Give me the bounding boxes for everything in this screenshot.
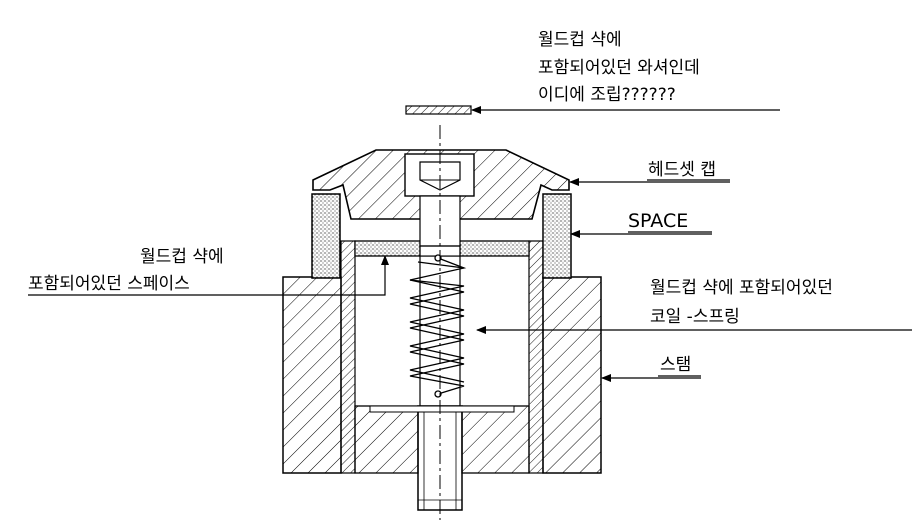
spacer-label-line1: 월드컵 샥에 — [140, 247, 224, 267]
washer-label-line1: 월드컵 샥에 — [538, 30, 622, 50]
space-rings — [311, 193, 572, 279]
inner-sleeve — [340, 240, 544, 474]
washer-shape — [405, 105, 472, 115]
headset-cap-label: 헤드셋 캡 — [648, 160, 716, 180]
headset-cap-shape — [312, 149, 570, 220]
bottom-plug — [354, 405, 530, 474]
coil-spring — [409, 254, 467, 398]
space-label: SPACE — [628, 210, 688, 232]
spring-label-line1: 월드컵 샥에 포함되어있던 — [650, 278, 833, 298]
leader-lines — [28, 106, 912, 382]
stem-body — [282, 276, 602, 474]
spring-label-line2: 코일 -스프링 — [650, 307, 740, 327]
washer-label-line3: 이디에 조립?????? — [538, 85, 676, 105]
stem-label: 스탬 — [660, 355, 691, 375]
washer-label-line2: 포함되어있던 와셔인데 — [538, 58, 700, 78]
label-underlines — [628, 179, 730, 377]
bolt — [417, 195, 463, 511]
spacer-label-line2: 포함되어있던 스페이스 — [28, 274, 190, 294]
